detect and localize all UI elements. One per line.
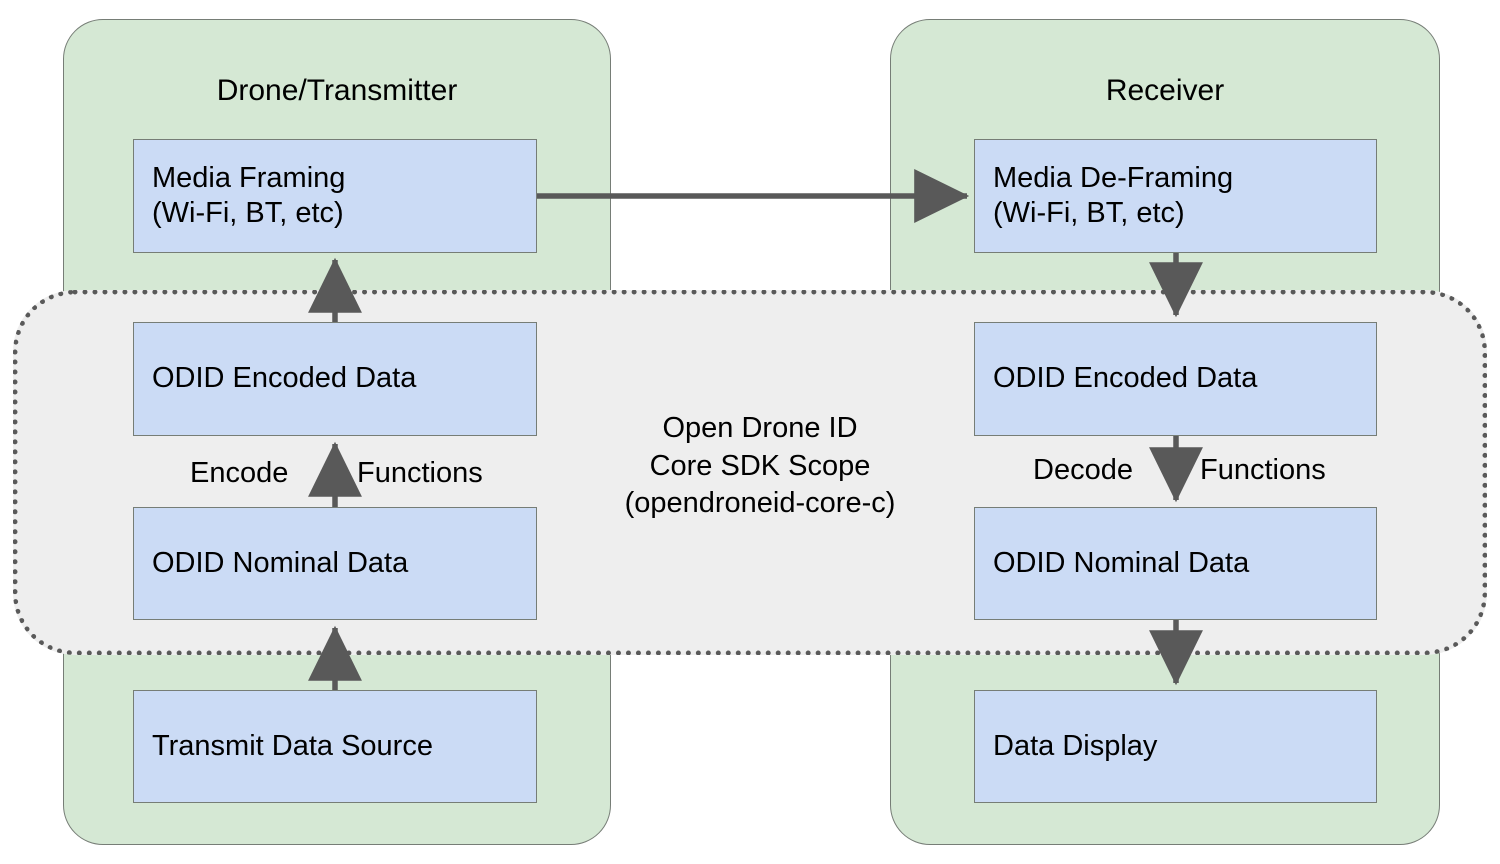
edge-label-encode-functions: Functions — [357, 457, 483, 490]
edge-label-decode-functions: Functions — [1200, 454, 1326, 487]
node-data-display[interactable]: Data Display — [974, 690, 1377, 803]
node-rx-odid-nominal-data[interactable]: ODID Nominal Data — [974, 507, 1377, 620]
node-tx-odid-encoded-data[interactable]: ODID Encoded Data — [133, 322, 537, 436]
node-rx-odid-nominal-data-label: ODID Nominal Data — [993, 546, 1250, 579]
node-tx-odid-encoded-data-label: ODID Encoded Data — [152, 362, 417, 395]
edge-label-encode-text: Encode — [190, 457, 289, 489]
node-media-de-framing-line-2: (Wi-Fi, BT, etc) — [993, 197, 1185, 229]
node-tx-odid-nominal-data-label: ODID Nominal Data — [152, 546, 409, 579]
node-transmit-data-source[interactable]: Transmit Data Source — [133, 690, 537, 803]
edge-label-decode-functions-text: Functions — [1200, 454, 1326, 486]
edge-label-decode: Decode — [1033, 454, 1133, 487]
node-media-de-framing[interactable]: Media De-Framing(Wi-Fi, BT, etc) — [974, 139, 1377, 253]
node-media-framing-line-1: Media Framing — [152, 161, 346, 194]
edge-label-encode-functions-text: Functions — [357, 457, 483, 489]
node-media-de-framing-line-1: Media De-Framing — [993, 161, 1234, 194]
node-tx-odid-nominal-data[interactable]: ODID Nominal Data — [133, 507, 537, 620]
node-media-framing-line-2: (Wi-Fi, BT, etc) — [152, 197, 344, 229]
edge-label-encode: Encode — [190, 457, 288, 490]
node-rx-odid-encoded-data-label: ODID Encoded Data — [993, 362, 1258, 395]
node-media-de-framing-label: Media De-Framing(Wi-Fi, BT, etc) — [975, 161, 1233, 232]
node-rx-odid-encoded-data[interactable]: ODID Encoded Data — [974, 322, 1377, 436]
node-media-framing-label: Media Framing(Wi-Fi, BT, etc) — [134, 161, 345, 232]
node-data-display-label: Data Display — [993, 729, 1158, 762]
node-media-framing[interactable]: Media Framing(Wi-Fi, BT, etc) — [133, 139, 537, 253]
node-transmit-data-source-label: Transmit Data Source — [152, 729, 433, 762]
edge-label-decode-text: Decode — [1033, 454, 1133, 486]
